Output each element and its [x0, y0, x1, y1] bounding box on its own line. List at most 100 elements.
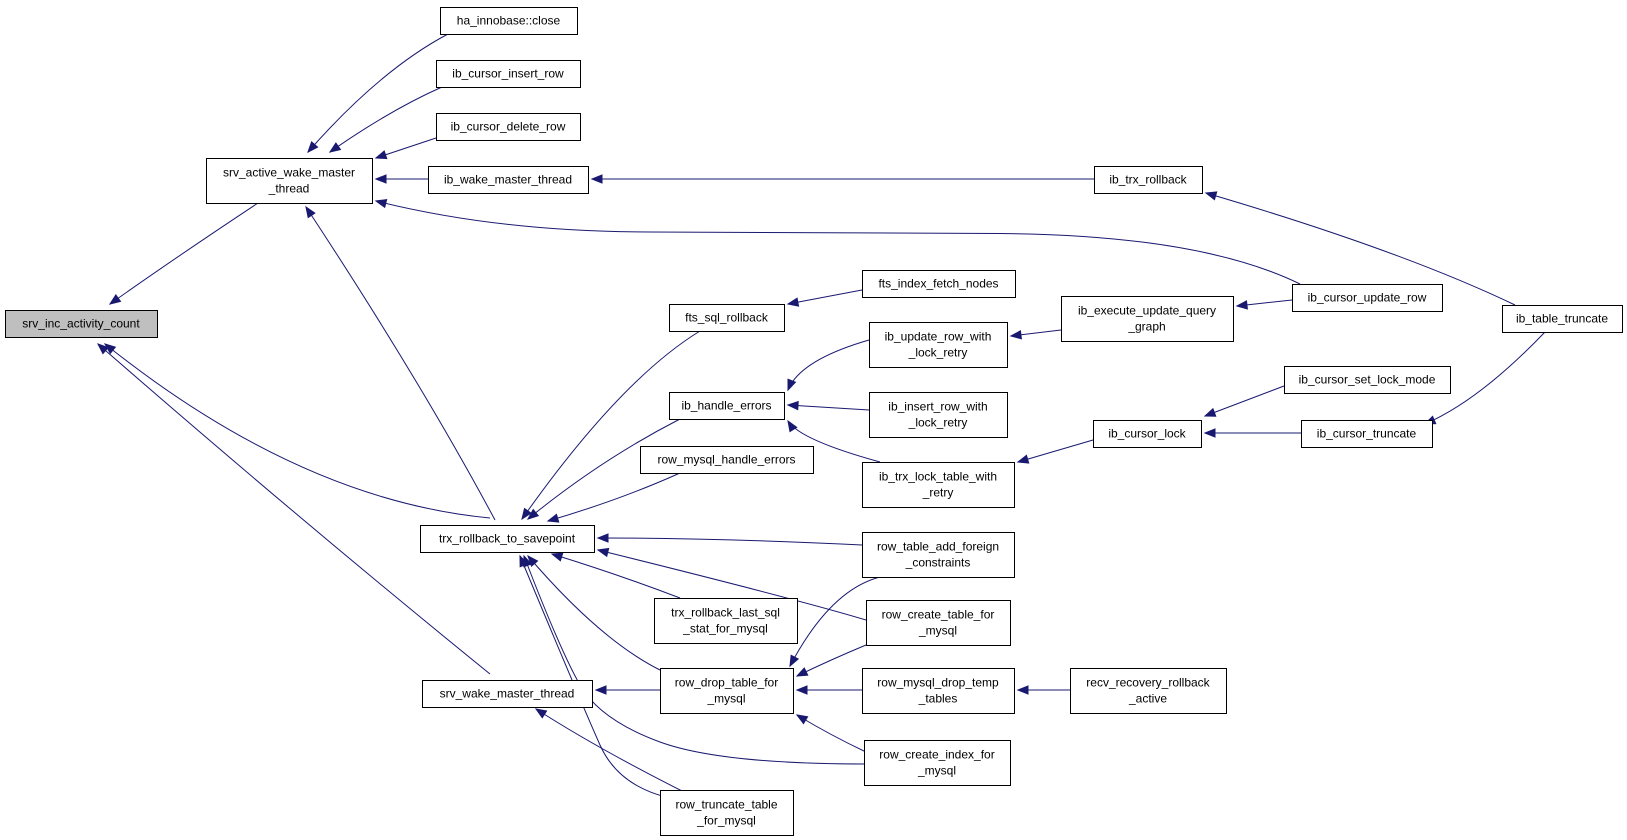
- node-ib_cursor_set_lock_mode[interactable]: ib_cursor_set_lock_mode: [1284, 366, 1451, 394]
- node-box[interactable]: [420, 525, 595, 553]
- edge-ib_trx_rollback-to-ib_wake_master_thread: [590, 174, 1094, 184]
- edge-fts_sql_rollback-to-trx_rollback_to_savepoint: [521, 330, 701, 521]
- node-box[interactable]: [869, 392, 1008, 438]
- node-label: ib_wake_master_thread: [444, 173, 572, 187]
- node-ib_execute_update_query_graph[interactable]: ib_execute_update_query_graph: [1061, 296, 1234, 342]
- node-ib_cursor_truncate[interactable]: ib_cursor_truncate: [1301, 420, 1433, 448]
- node-box[interactable]: [1292, 284, 1443, 312]
- node-box[interactable]: [436, 113, 581, 141]
- node-box[interactable]: [864, 740, 1011, 786]
- node-box[interactable]: [422, 680, 593, 708]
- arrowhead: [1235, 300, 1248, 310]
- node-box[interactable]: [1284, 366, 1451, 394]
- edge-srv_wake_master_thread-to-srv_inc_activity_count: [96, 343, 491, 675]
- edge-layer: [96, 33, 1546, 801]
- node-box[interactable]: [862, 532, 1015, 578]
- node-ib_trx_lock_table_with_retry[interactable]: ib_trx_lock_table_with_retry: [862, 462, 1015, 508]
- edge-ib_cursor_insert_row-to-srv_active_wake_master_thread: [328, 86, 443, 153]
- arrowhead: [1203, 407, 1217, 417]
- node-fts_sql_rollback[interactable]: fts_sql_rollback: [669, 304, 785, 332]
- arrowhead: [526, 508, 540, 520]
- node-ib_update_row_with_lock_retry[interactable]: ib_update_row_with_lock_retry: [869, 322, 1008, 368]
- node-ib_cursor_insert_row[interactable]: ib_cursor_insert_row: [436, 60, 581, 88]
- arrowhead: [786, 297, 800, 307]
- node-label: _active: [1128, 692, 1167, 706]
- node-box[interactable]: [866, 600, 1011, 646]
- node-label: _mysql: [706, 692, 745, 706]
- edge-row_table_add_foreign_constraints-to-trx_rollback_to_savepoint: [596, 533, 863, 546]
- arrowhead: [1204, 191, 1218, 201]
- node-row_truncate_table_for_mysql[interactable]: row_truncate_table_for_mysql: [660, 790, 794, 836]
- node-ib_insert_row_with_lock_retry[interactable]: ib_insert_row_with_lock_retry: [869, 392, 1008, 438]
- edge-ib_trx_lock_table_with_retry-to-ib_handle_errors: [787, 419, 881, 463]
- arrowhead: [305, 205, 316, 219]
- node-row_mysql_drop_temp_tables[interactable]: row_mysql_drop_temp_tables: [862, 668, 1015, 714]
- node-fts_index_fetch_nodes[interactable]: fts_index_fetch_nodes: [862, 270, 1016, 298]
- node-box[interactable]: [660, 668, 794, 714]
- edge-ib_insert_row_with_lock_retry-to-ib_handle_errors: [786, 400, 870, 411]
- edge-line: [375, 200, 1301, 285]
- node-label: row_create_table_for: [882, 608, 995, 622]
- node-box[interactable]: [660, 790, 794, 836]
- arrowhead: [96, 343, 110, 355]
- node-box[interactable]: [206, 158, 373, 204]
- node-ha_innobase_close[interactable]: ha_innobase::close: [440, 7, 578, 35]
- arrowhead: [789, 654, 800, 668]
- node-row_table_add_foreign_constraints[interactable]: row_table_add_foreign_constraints: [862, 532, 1015, 578]
- node-row_create_index_for_mysql[interactable]: row_create_index_for _mysql: [864, 740, 1011, 786]
- node-box[interactable]: [1301, 420, 1433, 448]
- node-box[interactable]: [1061, 296, 1234, 342]
- node-ib_cursor_delete_row[interactable]: ib_cursor_delete_row: [436, 113, 581, 141]
- edge-line: [789, 576, 881, 667]
- node-recv_recovery_rollback_active[interactable]: recv_recovery_rollback_active: [1070, 668, 1227, 714]
- node-box[interactable]: [862, 270, 1016, 298]
- node-label: row_mysql_drop_temp: [877, 676, 999, 690]
- node-box[interactable]: [440, 7, 578, 35]
- node-srv_wake_master_thread[interactable]: srv_wake_master_thread: [422, 680, 593, 708]
- node-box[interactable]: [436, 60, 581, 88]
- node-box[interactable]: [654, 598, 798, 644]
- node-box[interactable]: [869, 322, 1008, 368]
- node-box[interactable]: [862, 668, 1015, 714]
- node-srv_inc_activity_count[interactable]: srv_inc_activity_count: [5, 310, 158, 338]
- arrowhead: [795, 667, 809, 677]
- node-row_mysql_handle_errors[interactable]: row_mysql_handle_errors: [640, 446, 814, 474]
- node-box[interactable]: [669, 304, 785, 332]
- node-ib_wake_master_thread[interactable]: ib_wake_master_thread: [428, 166, 589, 194]
- edge-ib_cursor_set_lock_mode-to-ib_cursor_lock: [1203, 385, 1285, 417]
- node-trx_rollback_last_sql_stat_for_mysql[interactable]: trx_rollback_last_sql_stat_for_mysql: [654, 598, 798, 644]
- node-box[interactable]: [1093, 420, 1202, 448]
- node-box[interactable]: [640, 446, 814, 474]
- node-box[interactable]: [862, 462, 1015, 508]
- node-label: _mysql: [917, 764, 956, 778]
- node-ib_trx_rollback[interactable]: ib_trx_rollback: [1094, 166, 1203, 194]
- node-ib_cursor_update_row[interactable]: ib_cursor_update_row: [1292, 284, 1443, 312]
- node-label: _lock_retry: [908, 346, 968, 360]
- node-label: ib_cursor_set_lock_mode: [1299, 373, 1436, 387]
- node-box[interactable]: [1070, 668, 1227, 714]
- node-box[interactable]: [1094, 166, 1203, 194]
- node-label: srv_active_wake_master: [223, 166, 355, 180]
- node-ib_table_truncate[interactable]: ib_table_truncate: [1502, 305, 1623, 333]
- node-box[interactable]: [428, 166, 589, 194]
- edge-ib_execute_update_query_graph-to-ib_update_row_with_lock_retry: [1009, 329, 1062, 340]
- node-srv_active_wake_master_thread[interactable]: srv_active_wake_master_thread: [206, 158, 373, 204]
- node-label: ib_cursor_update_row: [1308, 291, 1427, 305]
- node-box[interactable]: [669, 392, 785, 420]
- node-ib_handle_errors[interactable]: ib_handle_errors: [669, 392, 785, 420]
- node-row_drop_table_for_mysql[interactable]: row_drop_table_for _mysql: [660, 668, 794, 714]
- edge-srv_active_wake_master_thread-to-srv_inc_activity_count: [108, 202, 259, 305]
- node-label: row_drop_table_for: [675, 676, 778, 690]
- node-ib_cursor_lock[interactable]: ib_cursor_lock: [1093, 420, 1202, 448]
- edge-line: [527, 418, 681, 520]
- node-trx_rollback_to_savepoint[interactable]: trx_rollback_to_savepoint: [420, 525, 595, 553]
- node-box[interactable]: [5, 310, 158, 338]
- edge-row_truncate_table_for_mysql-to-trx_rollback_to_savepoint: [519, 554, 681, 801]
- arrowhead: [521, 507, 532, 521]
- edge-line: [1204, 385, 1285, 417]
- node-label: row_create_index_for: [879, 748, 994, 762]
- node-label: fts_index_fetch_nodes: [878, 277, 998, 291]
- node-box[interactable]: [1502, 305, 1623, 333]
- node-row_create_table_for_mysql[interactable]: row_create_table_for_mysql: [866, 600, 1011, 646]
- edge-line: [787, 404, 870, 411]
